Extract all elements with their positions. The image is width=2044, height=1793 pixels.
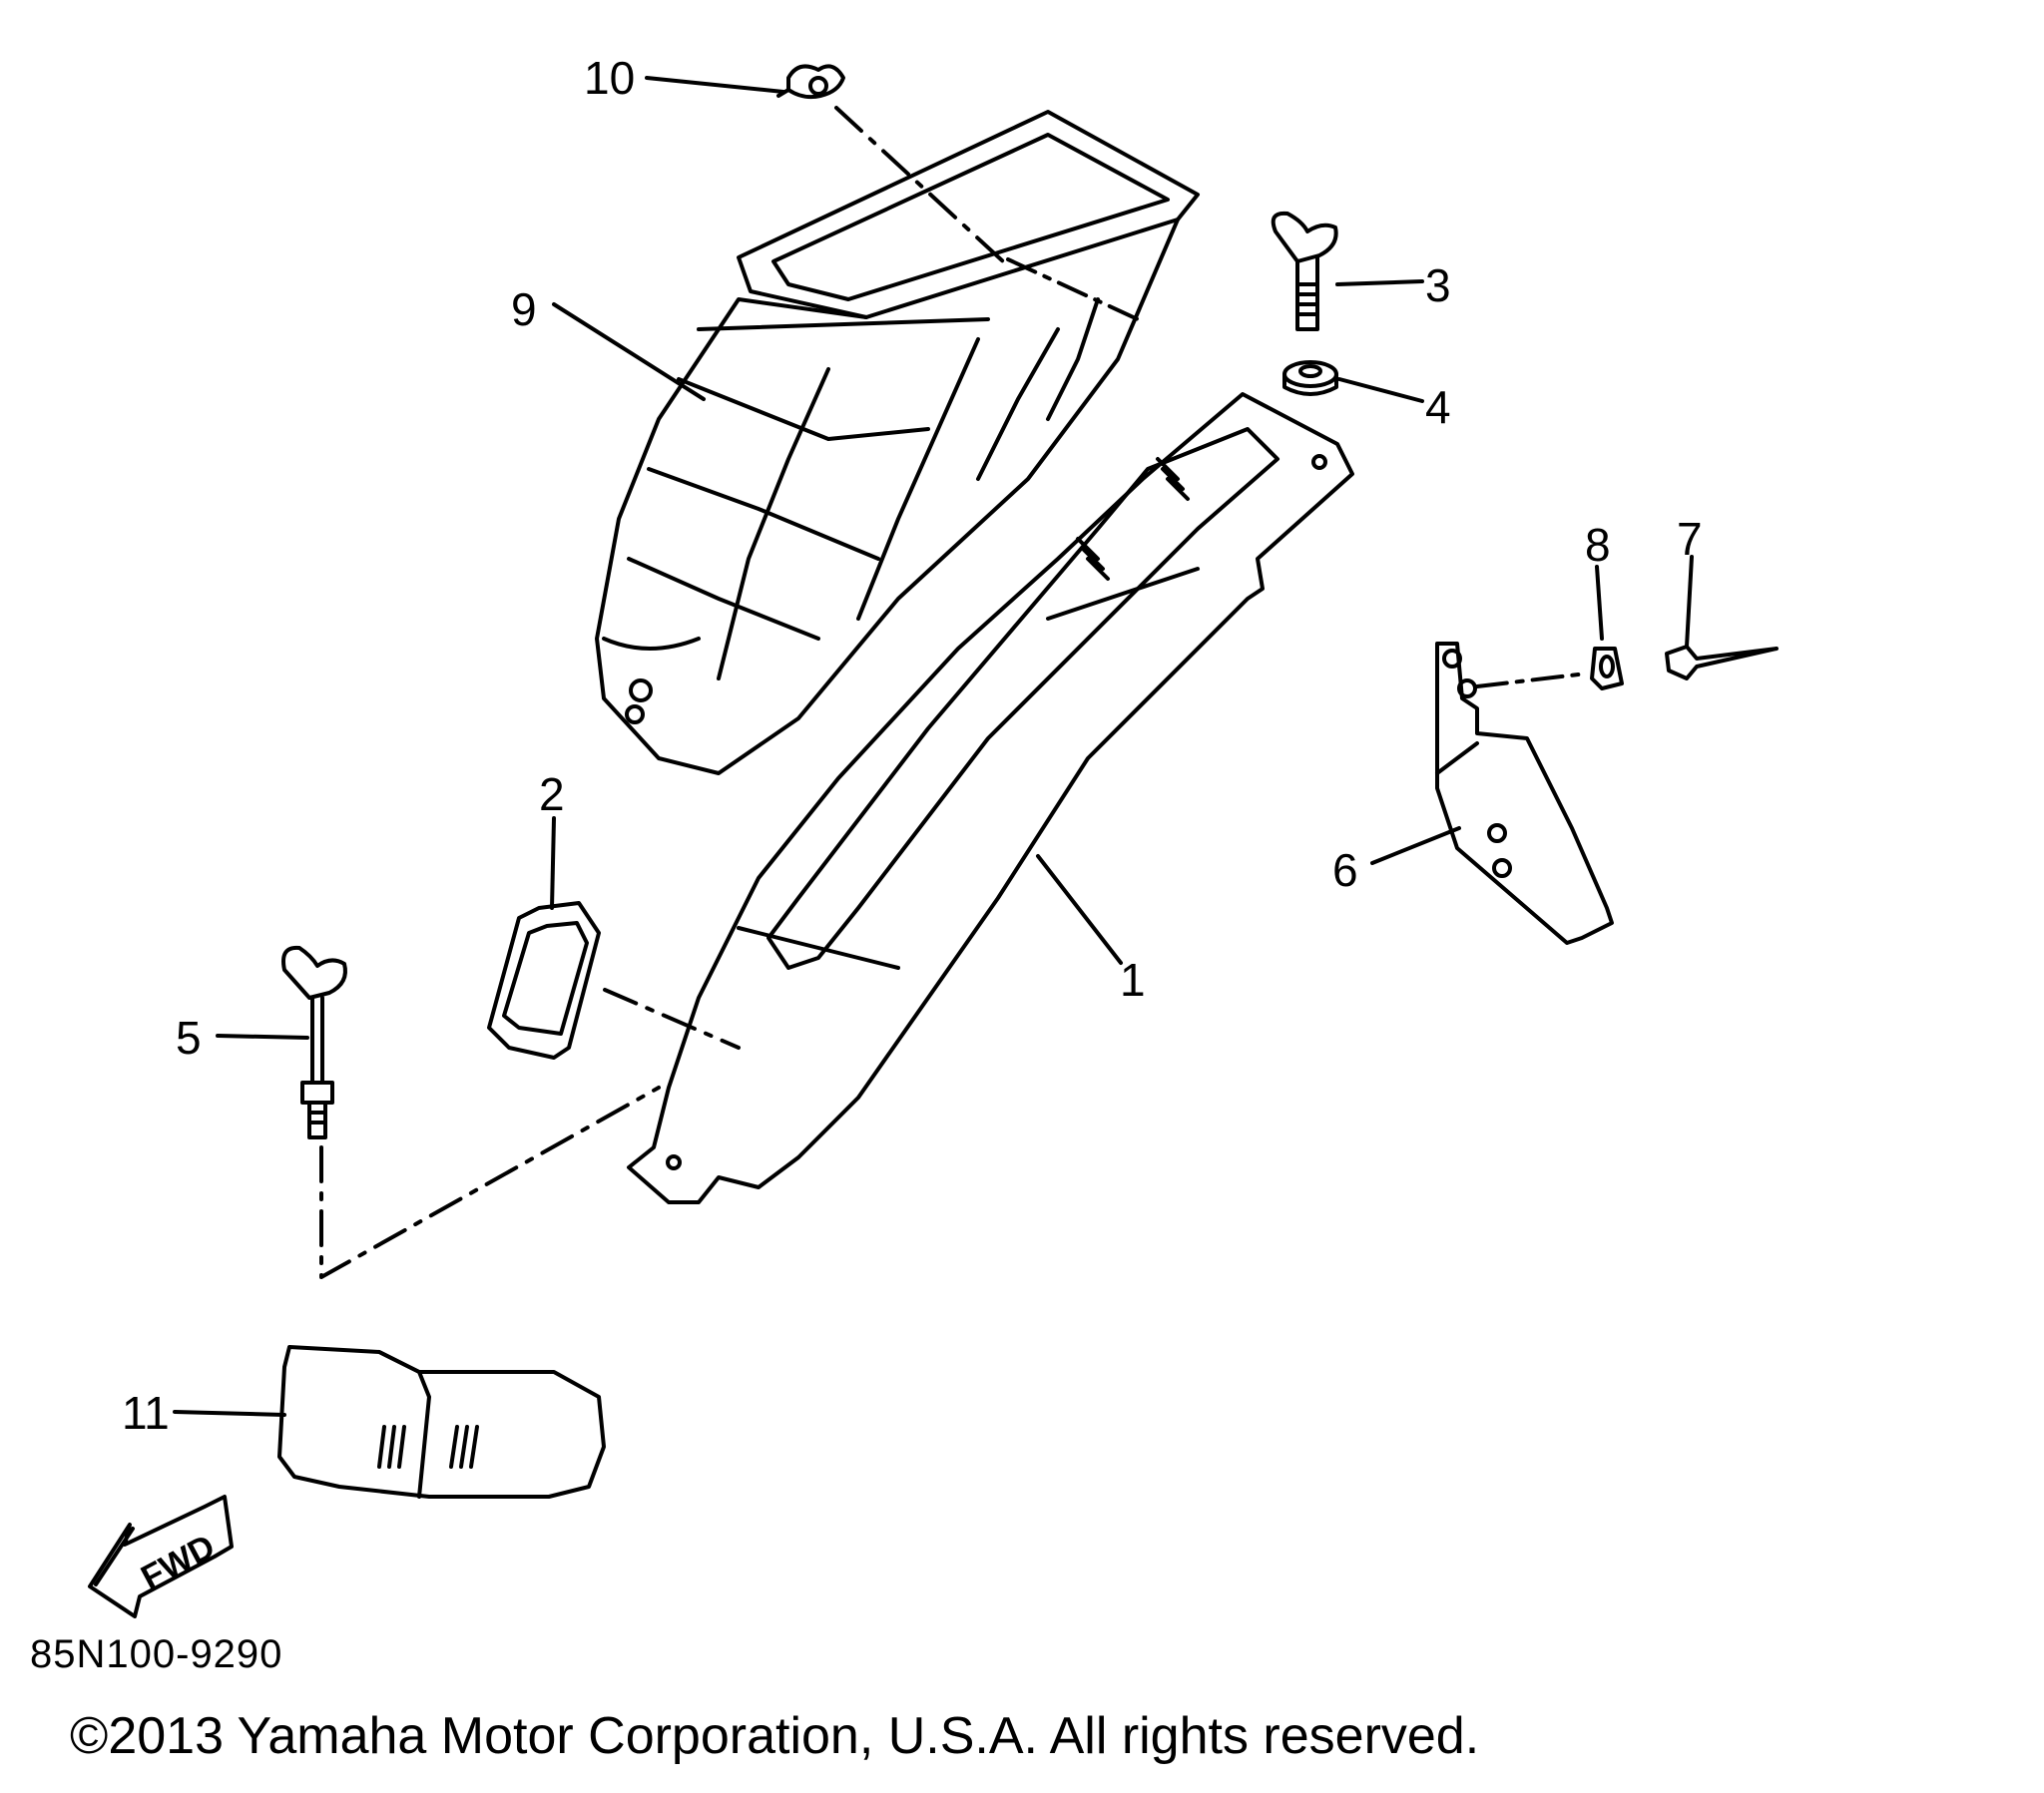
copyright-notice: ©2013 Yamaha Motor Corporation, U.S.A. A…: [70, 1707, 1480, 1765]
part-1-panel: [627, 392, 1354, 1204]
part-3-wing-bolt: [1271, 211, 1338, 331]
fwd-arrow: [88, 1495, 234, 1618]
callout-11: 11: [122, 1387, 170, 1439]
leader-3: [1335, 279, 1424, 286]
leader-2: [550, 816, 556, 910]
leader-10-dashdot: [834, 106, 1005, 263]
diagram-code: 85N100-9290: [30, 1632, 283, 1676]
callout-5: 5: [176, 1012, 202, 1064]
leader-9: [552, 302, 706, 401]
part-10-wingnut: [776, 64, 845, 100]
part-7-screw: [1665, 645, 1779, 680]
callout-8: 8: [1585, 519, 1611, 571]
part-2-gasket: [487, 901, 601, 1060]
fwd-label: FWD: [135, 1528, 221, 1597]
leader-10: [645, 76, 785, 94]
callout-1: 1: [1120, 954, 1146, 1006]
leader-8-dashdot: [1475, 672, 1589, 688]
part-5-long-bolt: [281, 945, 347, 1139]
leader-5: [216, 1034, 309, 1040]
leader-11: [173, 1410, 286, 1417]
callout-4: 4: [1425, 381, 1451, 433]
callout-6: 6: [1332, 844, 1358, 896]
part-11-box: [277, 1345, 606, 1499]
leader-5-dashdot: [319, 1086, 661, 1279]
callout-7: 7: [1677, 513, 1703, 565]
part-6-bracket: [1435, 642, 1614, 945]
part-8-small-grommet: [1590, 647, 1624, 690]
callout-3: 3: [1425, 259, 1451, 311]
leader-7: [1685, 555, 1694, 649]
leader-6: [1370, 826, 1461, 865]
leader-1: [1036, 854, 1123, 965]
callout-10: 10: [584, 52, 635, 104]
callout-2: 2: [539, 768, 565, 820]
leader-8: [1595, 565, 1604, 641]
part-9-duct: [595, 110, 1200, 775]
leader-2-dashdot: [603, 988, 741, 1050]
leader-4: [1337, 377, 1424, 403]
part-4-grommet: [1282, 360, 1338, 396]
callout-9: 9: [511, 283, 537, 335]
